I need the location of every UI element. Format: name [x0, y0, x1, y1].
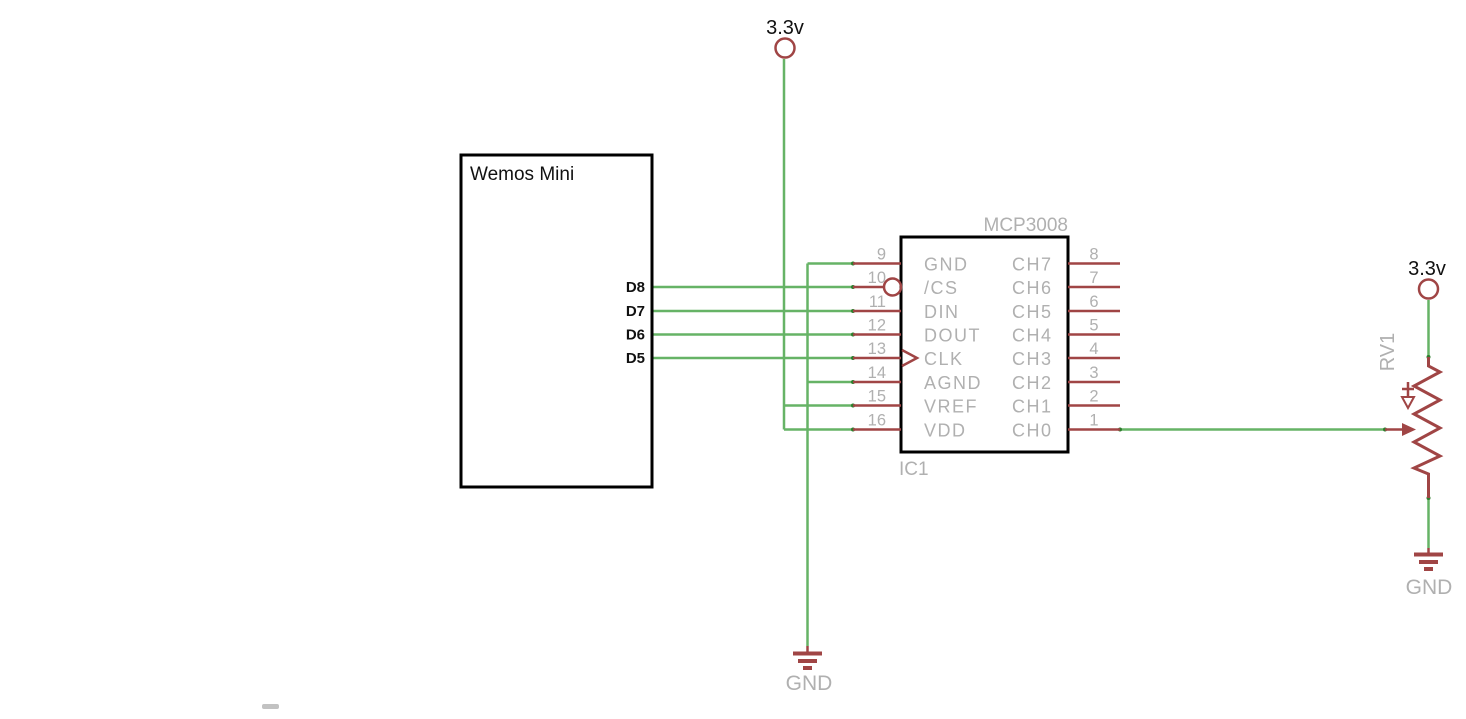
- supply-3v3-right-label: 3.3v: [1408, 258, 1446, 280]
- pin-name: GND: [924, 255, 969, 275]
- pin-number: 16: [868, 412, 886, 430]
- pin-number: 1: [1089, 412, 1098, 430]
- supply-circle-icon: [774, 37, 796, 59]
- pin-name: CH6: [1012, 278, 1053, 298]
- pin-name: VREF: [924, 397, 978, 417]
- trim-arrow-icon: [1400, 382, 1416, 411]
- pin-name: DOUT: [924, 326, 981, 346]
- pin-name: VDD: [924, 421, 967, 441]
- pin-number: 10: [868, 269, 886, 287]
- mcp3008-ic: MCP3008 IC1 9 10 11 12 13 14 15 16 GND /…: [853, 215, 1120, 480]
- resistor-zigzag-icon: [1410, 357, 1444, 498]
- ground-icon: [793, 646, 822, 670]
- supply-3v3-top-label: 3.3v: [766, 17, 804, 39]
- ic-part-label: MCP3008: [984, 215, 1069, 236]
- pin-name: AGND: [924, 373, 982, 393]
- potentiometer-rv1: RV1: [1377, 333, 1444, 498]
- wemos-pin-label-d8: D8: [626, 279, 645, 296]
- gnd-symbol-bottom: GND: [786, 646, 833, 695]
- ground-icon: [1414, 548, 1443, 571]
- pin-number: 13: [868, 340, 886, 358]
- pin-number: 12: [868, 317, 886, 335]
- gnd-right-label: GND: [1406, 576, 1453, 599]
- pin-name: CH5: [1012, 302, 1053, 322]
- pin-number: 6: [1089, 293, 1098, 311]
- inverted-pin-bubble-icon: [882, 277, 903, 297]
- rv1-designator: RV1: [1377, 333, 1399, 372]
- pin-name: CH7: [1012, 255, 1053, 275]
- ic-body: [899, 235, 1070, 454]
- pin-number: 9: [877, 246, 886, 264]
- pin-number: 4: [1089, 340, 1098, 358]
- pin-name: CH0: [1012, 421, 1053, 441]
- pin-number: 2: [1089, 388, 1098, 406]
- ic-right-pin-stubs: [1068, 262, 1120, 431]
- wemos-pin-label-d5: D5: [626, 350, 645, 367]
- wemos-mini-module: Wemos Mini D8 D7 D6 D5: [459, 153, 654, 489]
- supply-circle-icon: [1417, 278, 1440, 300]
- pin-name: CH2: [1012, 373, 1053, 393]
- ic-designator: IC1: [899, 459, 929, 480]
- pin-name: CLK: [924, 349, 964, 369]
- ic-left-pin-names: GND /CS DIN DOUT CLK AGND VREF VDD: [924, 255, 982, 441]
- pin-name: CH4: [1012, 326, 1053, 346]
- pin-number: 15: [868, 388, 886, 406]
- pin-number: 3: [1089, 364, 1098, 382]
- ic-left-pin-stubs: [853, 262, 901, 431]
- pin-name: /CS: [924, 278, 959, 298]
- supply-3v3-right: 3.3v: [1408, 258, 1446, 300]
- wemos-pin-label-d6: D6: [626, 327, 645, 344]
- wemos-title: Wemos Mini: [470, 164, 574, 185]
- pin-name: CH3: [1012, 349, 1053, 369]
- clock-input-icon: [901, 348, 920, 368]
- wiper-arrow-icon: [1385, 423, 1416, 436]
- gnd-symbol-right: GND: [1406, 548, 1453, 599]
- supply-3v3-top: 3.3v: [766, 17, 804, 59]
- pin-name: DIN: [924, 302, 960, 322]
- ic-right-pin-names: CH7 CH6 CH5 CH4 CH3 CH2 CH1 CH0: [1012, 255, 1053, 441]
- stray-mark: [262, 704, 279, 709]
- gnd-bottom-label: GND: [786, 672, 833, 695]
- pin-number: 11: [869, 293, 886, 311]
- pin-name: CH1: [1012, 397, 1053, 417]
- wemos-box: [459, 153, 654, 489]
- ic-left-pin-numbers: 9 10 11 12 13 14 15 16: [868, 246, 886, 430]
- wemos-pin-label-d7: D7: [626, 303, 645, 320]
- ic-right-pin-numbers: 8 7 6 5 4 3 2 1: [1089, 246, 1098, 430]
- pin-number: 8: [1089, 246, 1098, 264]
- pin-number: 7: [1089, 269, 1098, 287]
- pin-number: 5: [1089, 317, 1098, 335]
- pin-number: 14: [868, 364, 886, 382]
